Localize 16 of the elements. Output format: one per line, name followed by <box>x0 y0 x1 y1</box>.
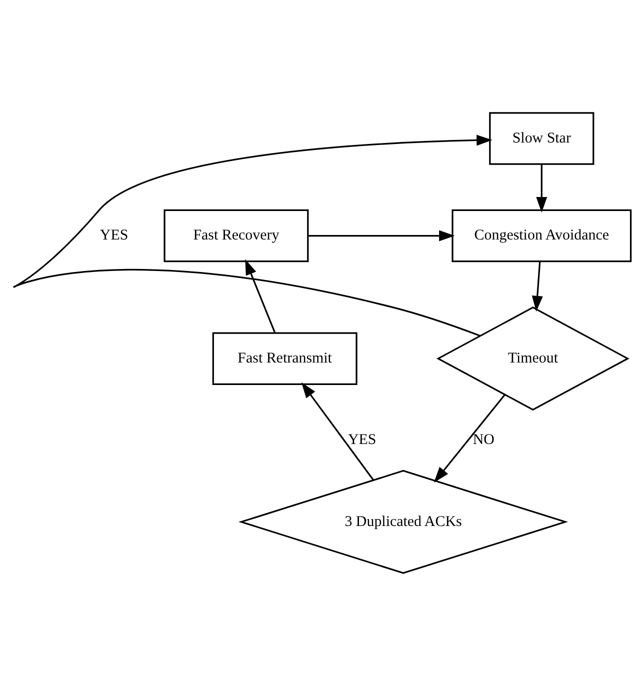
edge-label: YES <box>100 228 128 244</box>
arrow <box>301 382 374 480</box>
edge-label: YES <box>348 432 376 448</box>
node-diamond: Timeout <box>436 306 630 411</box>
arrow <box>434 394 506 483</box>
node-box: Congestion Avoidance <box>452 209 632 262</box>
arrow <box>245 259 276 333</box>
arrow <box>308 230 455 242</box>
edge-label: NO <box>472 432 494 448</box>
node-box: Slow Star <box>489 112 594 165</box>
arrow <box>536 164 548 213</box>
arrow <box>532 261 543 312</box>
arrow <box>14 134 492 337</box>
node-box: Fast Recovery <box>164 209 309 262</box>
node-box: Fast Retransmit <box>212 332 358 385</box>
node-diamond: 3 Duplicated ACKs <box>238 470 568 574</box>
